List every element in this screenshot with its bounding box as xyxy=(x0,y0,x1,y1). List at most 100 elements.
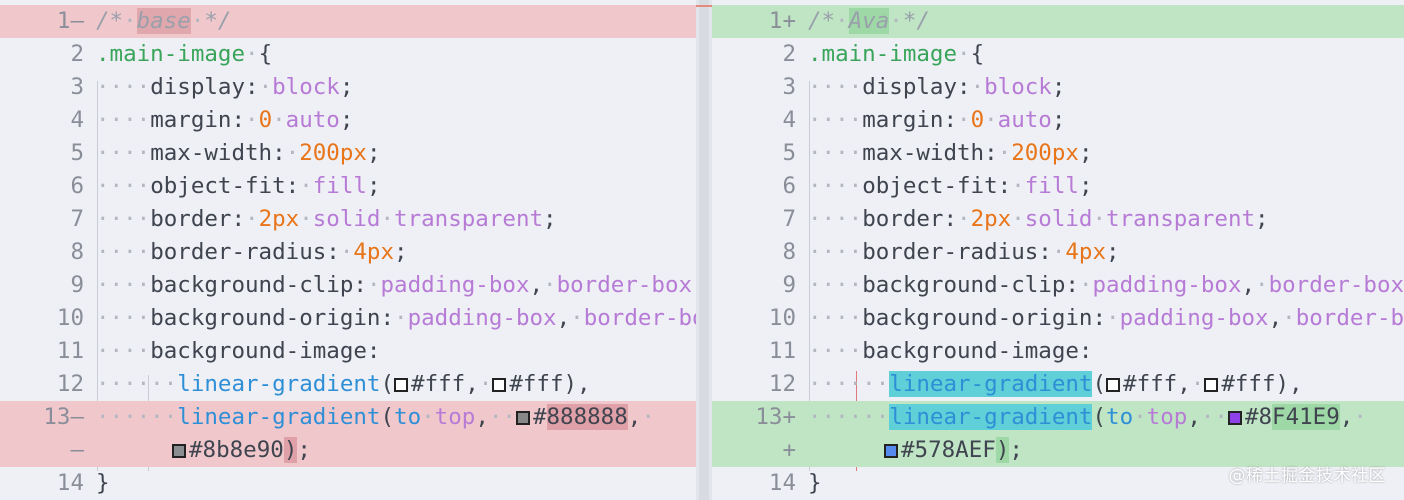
code-line[interactable]: 6 ····object-fit:·fill; xyxy=(0,170,696,203)
line-number: 6 xyxy=(70,173,84,199)
line-code: ······linear-gradient(#fff,·#fff), xyxy=(808,371,1303,397)
code-line[interactable]: 4 ····margin:·0·auto; xyxy=(0,104,696,137)
code-line[interactable]: 12 ······linear-gradient(#fff,·#fff), xyxy=(0,368,696,401)
code-line[interactable]: + #578AEF); xyxy=(712,434,1404,467)
code-line[interactable]: 9 ····background-clip:·padding-box,·bord… xyxy=(712,269,1404,302)
line-code: ······linear-gradient(to·top,··#888888,· xyxy=(96,404,655,430)
changed-color: 888888 xyxy=(546,404,628,430)
line-code: ····background-clip:·padding-box,·border… xyxy=(96,272,696,298)
line-number: 14 xyxy=(768,470,796,496)
line-number: 4 xyxy=(70,107,84,133)
line-code: ····border-radius:·4px; xyxy=(808,239,1120,265)
line-number: 2 xyxy=(70,41,84,67)
code-line[interactable]: 8 ····border-radius:·4px; xyxy=(712,236,1404,269)
line-number: 5 xyxy=(782,140,796,166)
line-number: 7 xyxy=(70,206,84,232)
line-code: .main-image·{ xyxy=(96,41,273,67)
code-line[interactable]: 1– /*·base·*/ xyxy=(0,5,696,38)
changed-word: Ava xyxy=(848,8,890,34)
line-code: /*·base·*/ xyxy=(96,8,232,34)
code-line[interactable]: 14 } xyxy=(712,467,1404,500)
code-line[interactable]: 9 ····background-clip:·padding-box,·bord… xyxy=(0,269,696,302)
line-code: ····object-fit:·fill; xyxy=(808,173,1093,199)
code-line[interactable]: 4 ····margin:·0·auto; xyxy=(712,104,1404,137)
code-line[interactable]: – #8b8e90); xyxy=(0,434,696,467)
indent-guide xyxy=(809,81,810,471)
line-code: ····border:·2px·solid·transparent; xyxy=(808,206,1269,232)
line-number: 3 xyxy=(782,74,796,100)
changed-color: F41E9 xyxy=(1272,404,1340,430)
line-number: 9 xyxy=(782,272,796,298)
code-line[interactable]: 3 ····display:·block; xyxy=(712,71,1404,104)
code-line[interactable]: 13– ······linear-gradient(to·top,··#8888… xyxy=(0,401,696,434)
line-number: 12 xyxy=(56,371,84,397)
code-line[interactable]: 7 ····border:·2px·solid·transparent; xyxy=(0,203,696,236)
code-line[interactable]: 6 ····object-fit:·fill; xyxy=(712,170,1404,203)
color-swatch-icon xyxy=(884,444,898,458)
line-number: 3 xyxy=(70,74,84,100)
line-code: ······linear-gradient(to·top,··#8F41E9,· xyxy=(808,404,1367,430)
right-diff-pane[interactable]: 1+ /*·Ava·*/ 2 .main-image·{ 3 ····displ… xyxy=(712,5,1404,500)
line-code: #578AEF); xyxy=(884,434,1023,467)
line-code: ····background-origin:·padding-box,·bord… xyxy=(96,305,696,331)
line-number: 9 xyxy=(70,272,84,298)
line-code: #8b8e90); xyxy=(172,434,311,467)
code-line[interactable]: 11 ····background-image: xyxy=(712,335,1404,368)
diff-divider[interactable] xyxy=(696,0,712,500)
line-number: 5 xyxy=(70,140,84,166)
line-code: ····background-origin:·padding-box,·bord… xyxy=(808,305,1404,331)
line-number: 11 xyxy=(56,338,84,364)
code-line[interactable]: 11 ····background-image: xyxy=(0,335,696,368)
line-code: ····margin:·0·auto; xyxy=(96,107,354,133)
color-swatch-icon xyxy=(1227,411,1242,425)
code-line[interactable]: 13+ ······linear-gradient(to·top,··#8F41… xyxy=(712,401,1404,434)
code-line[interactable]: 7 ····border:·2px·solid·transparent; xyxy=(712,203,1404,236)
line-code: ····display:·block; xyxy=(96,74,354,100)
line-code: /*·Ava·*/ xyxy=(808,8,930,34)
line-number: 8 xyxy=(782,239,796,265)
color-swatch-icon xyxy=(394,378,409,392)
line-number: + xyxy=(782,437,796,463)
code-line[interactable]: 5 ····max-width:·200px; xyxy=(0,137,696,170)
code-line[interactable]: 5 ····max-width:·200px; xyxy=(712,137,1404,170)
line-number: 13– xyxy=(43,404,84,430)
code-line[interactable]: 2 .main-image·{ xyxy=(712,38,1404,71)
line-number: 7 xyxy=(782,206,796,232)
line-number: 2 xyxy=(782,41,796,67)
line-code: ····border:·2px·solid·transparent; xyxy=(96,206,557,232)
line-number: 11 xyxy=(768,338,796,364)
code-line[interactable]: 2 .main-image·{ xyxy=(0,38,696,71)
watermark: @稀土掘金技术社区 xyxy=(1228,466,1386,486)
line-number: 1– xyxy=(56,8,84,34)
line-code: ····background-image: xyxy=(96,338,381,364)
color-swatch-icon xyxy=(1106,378,1121,392)
code-line[interactable]: 10 ····background-origin:·padding-box,·b… xyxy=(712,302,1404,335)
line-code: ······linear-gradient(#fff,·#fff), xyxy=(96,371,591,397)
line-code: } xyxy=(96,470,110,496)
color-swatch-icon xyxy=(515,411,530,425)
line-number: 10 xyxy=(56,305,84,331)
code-line[interactable]: 10 ····background-origin:·padding-box,·b… xyxy=(0,302,696,335)
code-line[interactable]: 8 ····border-radius:·4px; xyxy=(0,236,696,269)
line-number: 6 xyxy=(782,173,796,199)
divider-marker xyxy=(696,5,712,7)
line-number: 10 xyxy=(768,305,796,331)
code-line[interactable]: 3 ····display:·block; xyxy=(0,71,696,104)
color-swatch-icon xyxy=(172,444,186,458)
code-line[interactable]: 1+ /*·Ava·*/ xyxy=(712,5,1404,38)
color-swatch-icon xyxy=(492,378,507,392)
line-number: 12 xyxy=(768,371,796,397)
left-diff-pane[interactable]: 1– /*·base·*/ 2 .main-image·{ 3 ····disp… xyxy=(0,5,696,500)
line-code: ····object-fit:·fill; xyxy=(96,173,381,199)
color-swatch-icon xyxy=(1204,378,1219,392)
line-code: ····margin:·0·auto; xyxy=(808,107,1066,133)
code-line[interactable]: 14 } xyxy=(0,467,696,500)
code-line[interactable]: 12 ······linear-gradient(#fff,·#fff), xyxy=(712,368,1404,401)
divider-bar xyxy=(699,0,709,500)
line-number: 4 xyxy=(782,107,796,133)
indent-guide xyxy=(97,81,98,471)
line-number: 13+ xyxy=(755,404,796,430)
line-code: .main-image·{ xyxy=(808,41,985,67)
line-code: ····max-width:·200px; xyxy=(96,140,381,166)
line-code: } xyxy=(808,470,822,496)
